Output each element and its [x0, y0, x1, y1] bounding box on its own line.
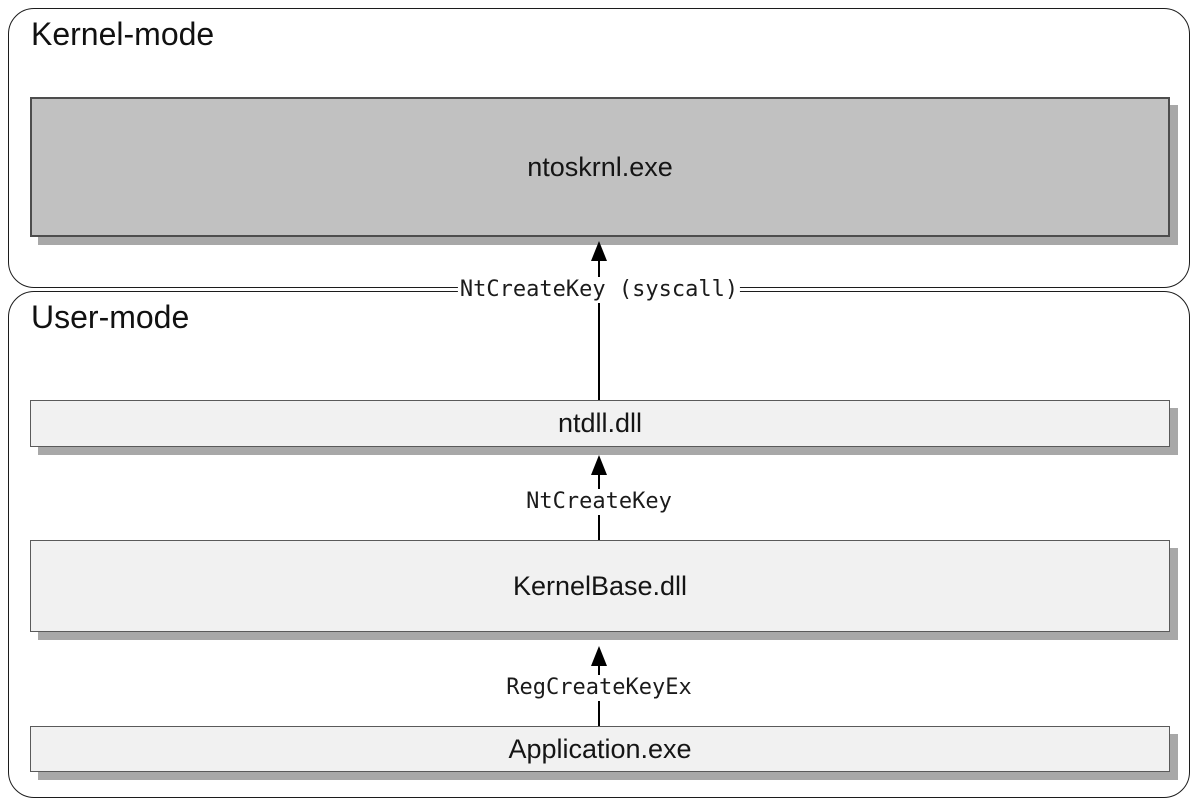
application-box-label: Application.exe [508, 733, 692, 764]
kernel-mode-region-title: Kernel-mode [31, 16, 215, 52]
ntcreatekey-arrow-label: NtCreateKey [524, 489, 674, 515]
ntoskrnl-box-label: ntoskrnl.exe [527, 151, 673, 182]
ntcreatekey-arrowhead-icon [591, 455, 607, 475]
ntoskrnl-box: ntoskrnl.exe [30, 97, 1170, 237]
application-box: Application.exe [30, 726, 1170, 772]
syscall-arrowhead-icon [591, 241, 607, 261]
syscall-arrow-line [598, 258, 600, 400]
user-mode-region-title: User-mode [31, 299, 190, 335]
syscall-arrow-label: NtCreateKey (syscall) [457, 277, 741, 303]
kernelbase-box-label: KernelBase.dll [512, 570, 688, 601]
regcreatekeyex-arrowhead-icon [591, 646, 607, 666]
regcreatekeyex-arrow-label: RegCreateKeyEx [504, 675, 694, 701]
ntdll-box-label: ntdll.dll [557, 408, 643, 438]
kernelbase-box: KernelBase.dll [30, 540, 1170, 632]
ntdll-box: ntdll.dll [30, 400, 1170, 447]
